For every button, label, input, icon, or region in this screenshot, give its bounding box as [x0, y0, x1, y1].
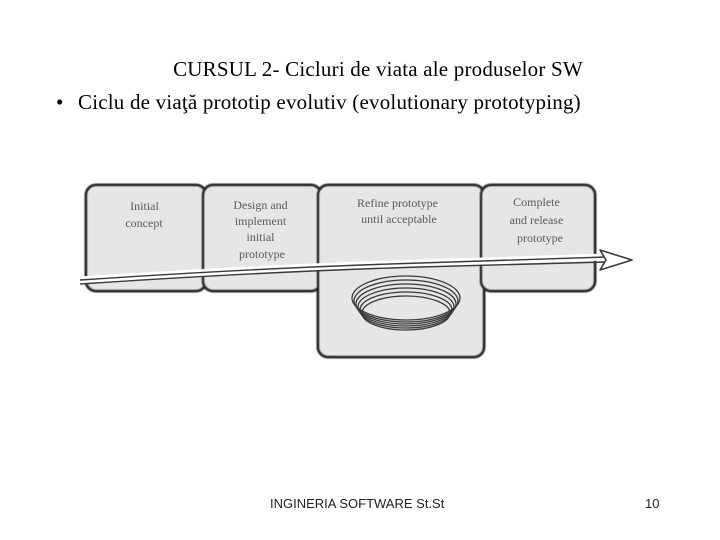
- stage-label-line: prototype: [239, 247, 285, 261]
- stage-label-line: prototype: [517, 231, 563, 245]
- stage-label-line: Design and: [233, 198, 287, 212]
- stage-label-line: Refine prototype: [357, 196, 438, 210]
- stage-label-line: Complete: [513, 195, 560, 209]
- footer-page-number: 10: [645, 496, 659, 511]
- stage-label-line: initial: [247, 230, 276, 244]
- stage-label-line: and release: [510, 213, 564, 227]
- stage-label-line: Initial: [130, 199, 159, 213]
- stage-box-refine-prototype: [318, 185, 484, 357]
- stage-label-line: until acceptable: [361, 212, 437, 226]
- svg-text:Complete and release: Complete and release prototype: [510, 195, 567, 245]
- footer-course-name: INGINERIA SOFTWARE St.St: [270, 496, 444, 511]
- stage-label-line: implement: [235, 214, 287, 228]
- stage-label-line: concept: [125, 216, 163, 230]
- stage-boxes: [86, 185, 595, 357]
